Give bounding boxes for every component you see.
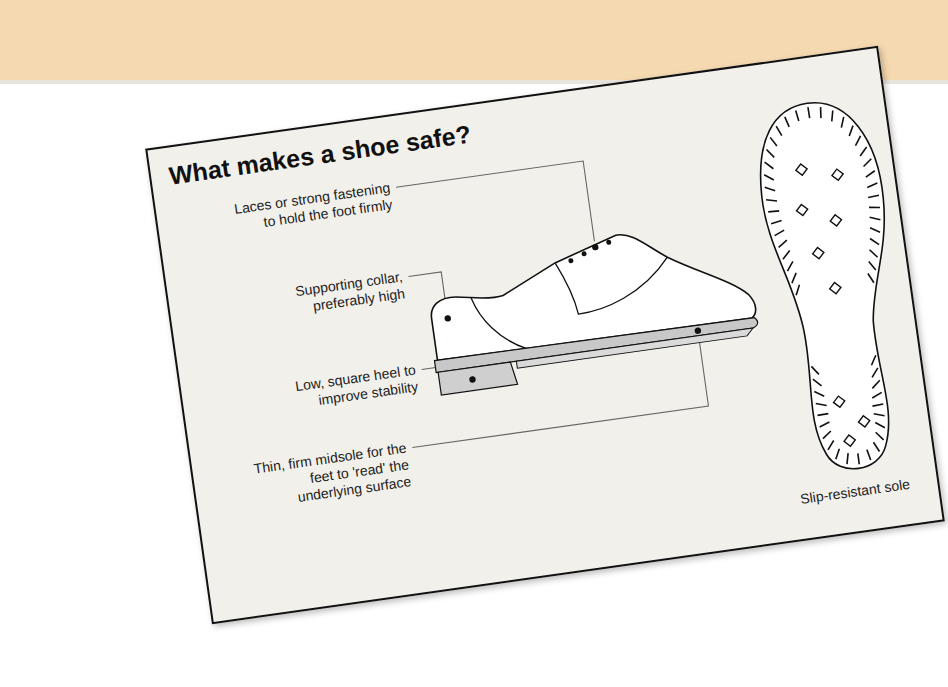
outsole-profile	[516, 328, 754, 368]
tread-bar	[870, 226, 880, 233]
tread-bar	[874, 412, 885, 417]
leader-dots	[437, 231, 704, 385]
tread-bar	[870, 237, 879, 245]
tread-stud	[830, 215, 841, 226]
leader-dot	[444, 315, 451, 322]
part-label: Slip-resistant sole	[799, 472, 940, 508]
tread-bar	[819, 422, 830, 427]
tread-bar	[771, 220, 782, 223]
tread-bar	[870, 355, 877, 365]
tread-bar	[863, 159, 873, 167]
leader-line	[396, 161, 594, 268]
tread-bar	[814, 390, 824, 397]
sole-tread	[754, 99, 916, 472]
tread-bar	[791, 273, 798, 283]
tread-bar	[867, 183, 878, 188]
tread-bar	[770, 137, 777, 147]
part-label: Laces or strong fastening to hold the fo…	[220, 179, 393, 236]
tread-bar	[808, 107, 810, 118]
tread-bar	[766, 198, 777, 202]
tread-bar	[858, 453, 860, 464]
tread-bar	[846, 453, 850, 464]
tread-bar	[819, 107, 822, 118]
tread-stud	[832, 169, 843, 180]
tread-bar	[872, 392, 883, 398]
tread-bar	[765, 186, 775, 192]
sole-studs	[790, 158, 881, 449]
tread-bar	[868, 273, 874, 283]
tread-bar	[786, 261, 794, 271]
leader-dot	[592, 244, 599, 251]
midsole	[434, 315, 758, 372]
tread-stud	[844, 435, 855, 446]
leader-dot	[469, 376, 476, 383]
tread-bar	[765, 161, 774, 170]
tread-bar	[871, 380, 880, 388]
tread-bar	[869, 206, 880, 209]
tread-bar	[811, 365, 819, 375]
shoe-illustration	[147, 48, 942, 622]
tread-bar	[795, 285, 801, 295]
lace-eyelets	[566, 239, 613, 263]
tread-bar	[816, 402, 827, 407]
part-label: Supporting collar, preferably high	[253, 268, 406, 323]
tread-bar	[854, 136, 862, 146]
tread-bar	[764, 174, 774, 182]
tread-stud	[859, 416, 870, 427]
tread-bar	[859, 147, 868, 156]
tread-bar	[870, 216, 881, 221]
tread-bar	[875, 421, 885, 429]
tread-bar	[782, 250, 791, 259]
tread-bar	[870, 249, 878, 258]
tread-bar	[868, 195, 879, 197]
tread-bar	[834, 449, 840, 459]
tread-bar	[776, 126, 782, 137]
vamp-line	[555, 247, 673, 316]
tread-stud	[796, 164, 807, 175]
diagram-title: What makes a shoe safe?	[167, 120, 472, 191]
tread-bar	[871, 368, 879, 377]
tread-bar	[774, 230, 785, 236]
tread-bar	[865, 171, 875, 177]
tread-bar	[813, 378, 822, 387]
tread-bar	[796, 110, 799, 121]
part-label: Thin, firm midsole for the feet to 'read…	[247, 439, 413, 512]
tread-bar	[822, 431, 832, 439]
tread-bar	[785, 116, 789, 127]
tread-bar	[848, 126, 854, 136]
tread-bar	[869, 261, 876, 271]
tread-bar	[840, 117, 845, 128]
tread-bar	[817, 414, 828, 416]
tread-stud	[813, 248, 824, 259]
sole-outline	[750, 95, 921, 477]
tread-bar	[768, 210, 779, 212]
part-label: Low, square heel to improve stability	[276, 361, 419, 414]
heel	[438, 362, 517, 395]
tread-bar	[830, 110, 834, 121]
tread-bar	[867, 449, 871, 460]
tread-bar	[766, 149, 774, 159]
leader-dot	[694, 327, 701, 334]
tread-bar	[778, 240, 788, 247]
tread-bar	[827, 440, 835, 449]
tread-bar	[872, 404, 883, 406]
tread-bar	[873, 442, 879, 453]
tread-stud	[830, 283, 841, 294]
tread-bar	[876, 431, 884, 441]
tread-stud	[834, 396, 845, 407]
diagram-card: What makes a shoe safe?Laces or strong f…	[145, 46, 945, 624]
tread-stud	[797, 204, 808, 215]
heel-counter-line	[471, 291, 527, 355]
